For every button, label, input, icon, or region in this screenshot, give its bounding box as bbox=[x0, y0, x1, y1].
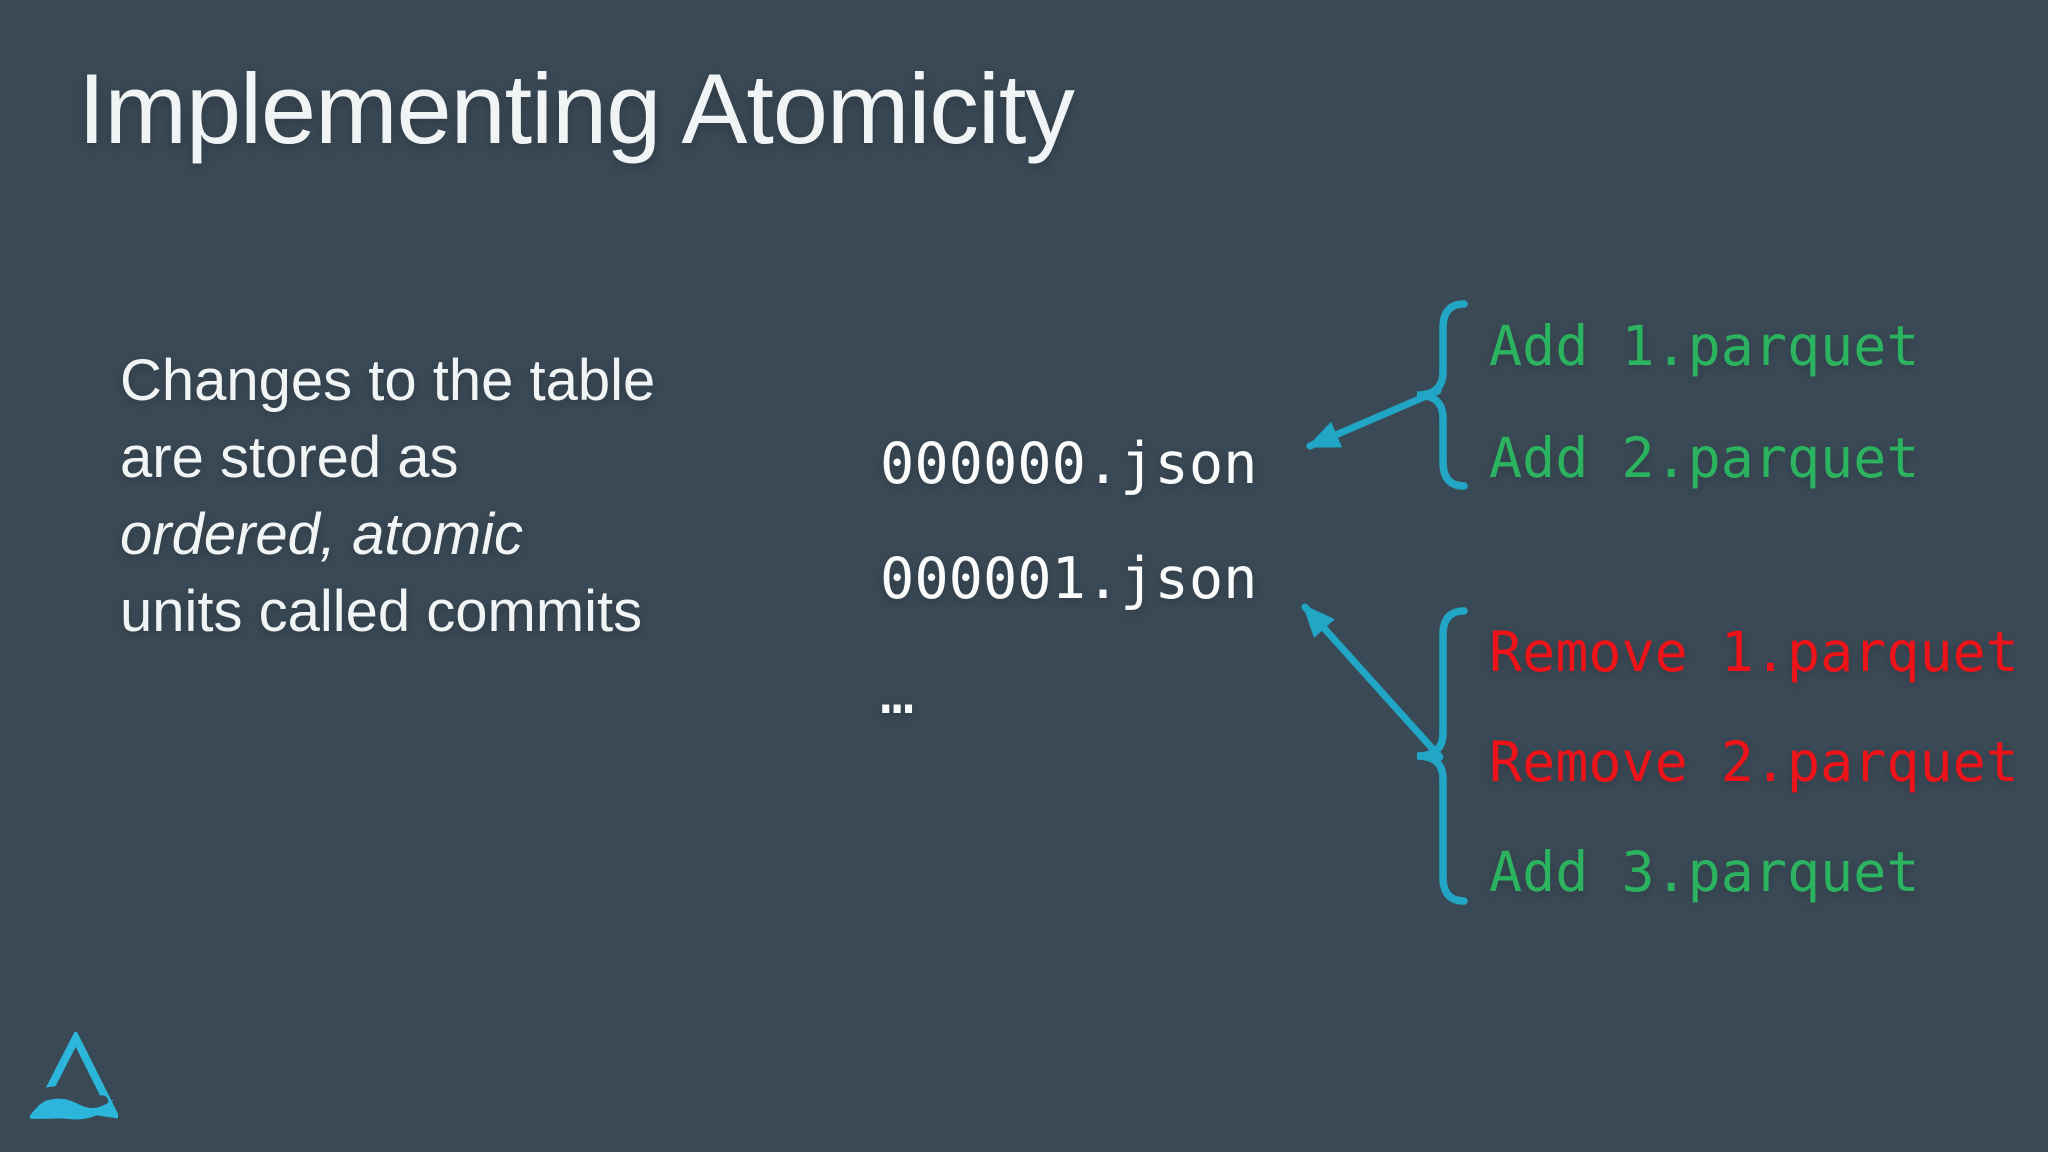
commit-file: 000001.json bbox=[880, 546, 1258, 612]
intro-line: units called commits bbox=[120, 579, 643, 644]
curly-brace-icon bbox=[1416, 300, 1468, 490]
commit-file-list: 000000.json 000001.json … bbox=[880, 407, 1258, 752]
intro-line: are stored as bbox=[120, 425, 459, 490]
intro-line: ordered, atomic bbox=[120, 502, 523, 567]
commit-action: Add 1.parquet bbox=[1489, 314, 1920, 378]
commit-actions-second: Remove 1.parquet Remove 2.parquet Add 3.… bbox=[1489, 597, 2019, 927]
curly-brace-icon bbox=[1416, 607, 1468, 905]
intro-line: Changes to the table bbox=[120, 348, 656, 413]
file-ellipsis: … bbox=[880, 661, 915, 727]
commit-action: Remove 2.parquet bbox=[1489, 730, 2019, 794]
commit-actions-first: Add 1.parquet Add 2.parquet bbox=[1489, 290, 1919, 514]
commit-file: 000000.json bbox=[880, 431, 1258, 497]
triangle-wave-logo-icon bbox=[30, 1032, 118, 1120]
commit-action: Add 3.parquet bbox=[1489, 840, 1920, 904]
commit-action: Remove 1.parquet bbox=[1489, 620, 2019, 684]
intro-paragraph: Changes to the table are stored as order… bbox=[120, 342, 820, 650]
page-title: Implementing Atomicity bbox=[78, 53, 1075, 164]
commit-action: Add 2.parquet bbox=[1489, 426, 1920, 490]
